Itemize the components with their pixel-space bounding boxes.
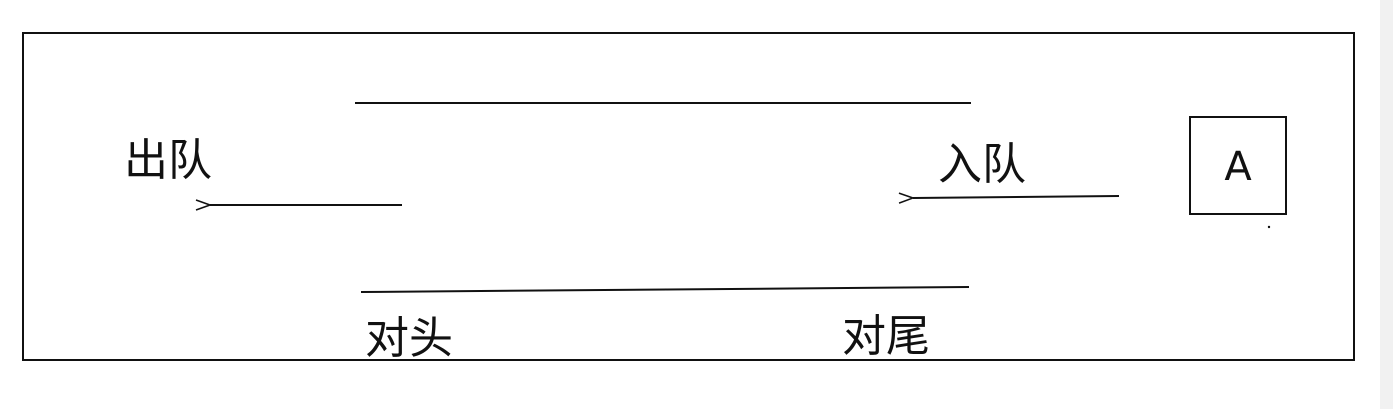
stray-dot — [1267, 225, 1271, 229]
head-label: 对头 — [365, 313, 453, 364]
dequeue-label: 出队 — [124, 135, 212, 186]
outer-frame — [22, 32, 1355, 361]
enqueue-label: 入队 — [938, 139, 1026, 190]
element-label: A — [1224, 144, 1252, 190]
queue-bottom-wall — [360, 286, 970, 293]
element-box — [1189, 116, 1287, 215]
scrollbar-track[interactable] — [1380, 0, 1393, 409]
tail-label: 对尾 — [842, 311, 930, 362]
enqueue-arrow — [913, 196, 1120, 198]
